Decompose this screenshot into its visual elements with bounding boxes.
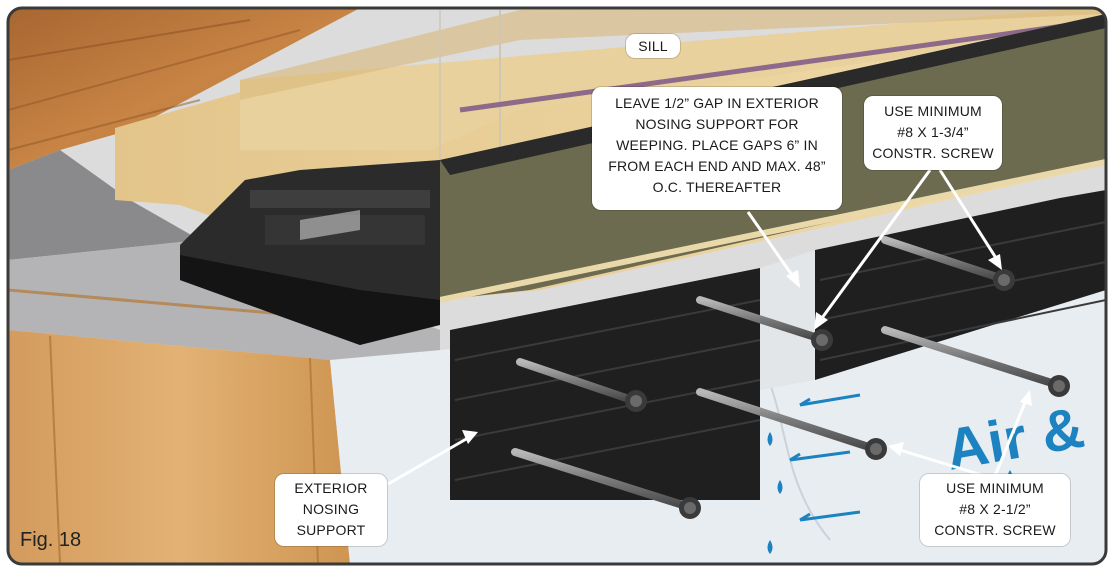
screw-top-callout: USE MINIMUM #8 X 1-3/4” CONSTR. SCREW — [864, 96, 1002, 170]
exterior-nosing-line: NOSING — [302, 501, 360, 517]
screw — [881, 236, 1015, 291]
arrow-exterior-nosing — [387, 430, 478, 486]
screw-bottom-line: #8 X 2-1/2” — [959, 501, 1031, 517]
screw-top-line: USE MINIMUM — [884, 103, 982, 119]
exterior-nosing-support — [450, 268, 760, 500]
arrow-screw-bottom-left — [888, 442, 986, 478]
screw-bottom-line: USE MINIMUM — [946, 480, 1044, 496]
figure-frame — [6, 6, 1108, 566]
gap-note-line: NOSING SUPPORT FOR — [635, 116, 799, 132]
leader-arrows — [387, 169, 1032, 486]
gap-note-line: LEAVE 1/2” GAP IN EXTERIOR — [615, 95, 819, 111]
exterior-nosing-callout: EXTERIOR NOSING SUPPORT — [275, 474, 387, 546]
screw-bottom-line: CONSTR. SCREW — [934, 522, 1056, 538]
screw — [696, 388, 887, 460]
wall-framing — [8, 330, 350, 564]
gap-note-callout: LEAVE 1/2” GAP IN EXTERIOR NOSING SUPPOR… — [592, 87, 842, 210]
screw — [516, 358, 647, 412]
gap-note-line: WEEPING. PLACE GAPS 6” IN — [616, 137, 818, 153]
arrow-screw-bottom-right — [993, 390, 1032, 477]
screw-top-line: CONSTR. SCREW — [872, 145, 994, 161]
wood-floor — [8, 8, 360, 170]
screw-top-line: #8 X 1-3/4” — [897, 124, 969, 140]
flashing-top — [8, 150, 200, 260]
screw — [881, 326, 1070, 397]
house-wrap-arrows — [789, 393, 861, 522]
construction-screws — [511, 236, 1070, 519]
figure-label: Fig. 18 — [20, 529, 82, 551]
gap-note-line: O.C. THEREAFTER — [652, 179, 782, 195]
gap-note-line: FROM EACH END AND MAX. 48” — [608, 158, 826, 174]
screw — [696, 296, 833, 351]
sill-label: SILL — [626, 34, 680, 58]
weep-gap — [760, 250, 815, 390]
arrow-gap-to-weep — [746, 211, 800, 288]
sill-label-text: SILL — [638, 38, 668, 54]
exterior-nosing-line: SUPPORT — [296, 522, 366, 538]
screw — [511, 448, 701, 519]
exterior-nosing-line: EXTERIOR — [294, 480, 368, 496]
arrow-screw-top-left — [814, 169, 932, 330]
arrow-screw-top-right — [938, 169, 1002, 270]
screw-bottom-callout: USE MINIMUM #8 X 2-1/2” CONSTR. SCREW — [920, 474, 1070, 546]
